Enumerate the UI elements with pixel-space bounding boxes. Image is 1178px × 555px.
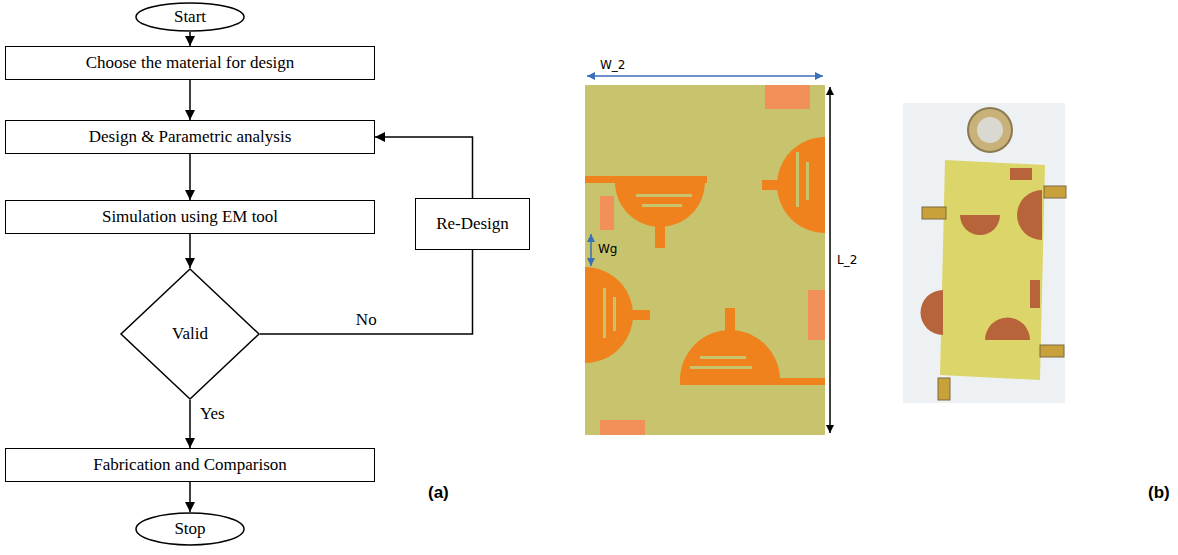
process-box: Re-Design [415, 198, 530, 250]
half-disk [921, 290, 943, 335]
slot [700, 356, 746, 359]
ellipse-outline [136, 3, 244, 31]
slot [613, 297, 616, 331]
node-label: Fabrication and Comparison [93, 455, 287, 475]
dimension-line [587, 75, 823, 77]
sma-connector [1044, 186, 1066, 198]
half-disk [680, 330, 780, 380]
node-label: Valid [172, 324, 208, 344]
node-label: Choose the material for design [86, 53, 295, 73]
slot [603, 288, 606, 338]
node-label: Start [174, 7, 206, 27]
dimension-line [590, 234, 592, 266]
flow-arrow [189, 32, 191, 46]
half-disk [960, 215, 1000, 235]
stub [655, 222, 665, 248]
half-disk [777, 137, 825, 233]
pad [1030, 280, 1040, 308]
stub [762, 180, 782, 190]
stub [628, 310, 650, 320]
flow-arrow [189, 234, 191, 268]
flow-arrow [375, 137, 473, 198]
sma-connector [938, 378, 950, 400]
flow-arrow [189, 482, 191, 512]
edge-label: Yes [198, 404, 227, 424]
pad [600, 420, 645, 435]
panel-label: (a) [428, 483, 449, 503]
pad [1010, 168, 1032, 180]
flow-arrow [260, 250, 473, 334]
slot [642, 204, 682, 207]
slot [806, 162, 809, 200]
terminal-ellipse: Stop [135, 512, 245, 546]
flow-arrow [189, 154, 191, 200]
board [940, 160, 1045, 380]
node-label: Re-Design [436, 214, 509, 234]
antenna-layout [585, 76, 830, 435]
half-disk [985, 318, 1030, 341]
feed-strip [585, 176, 707, 183]
edge-label: No [354, 310, 379, 330]
sma-connector [922, 207, 946, 219]
process-box: Fabrication and Comparison [5, 448, 375, 482]
half-disk [615, 182, 705, 227]
flow-arrow [189, 400, 191, 448]
slot [636, 194, 692, 197]
slots [603, 152, 809, 369]
ellipse-outline [136, 513, 244, 545]
dimension-line [829, 87, 831, 433]
photo-ground [903, 103, 1065, 403]
pad [765, 85, 810, 109]
panel-label: (b) [1148, 483, 1170, 503]
dimension-label: L_2 [837, 253, 857, 267]
connectors [922, 186, 1066, 400]
substrate [585, 85, 825, 435]
slot [690, 366, 752, 369]
node-label: Simulation using EM tool [102, 207, 278, 227]
process-box: Choose the material for design [5, 46, 375, 80]
flow-arrow [189, 80, 191, 120]
dimension-label: Wg [598, 242, 617, 256]
terminal-ellipse: Start [135, 2, 245, 32]
half-disk [1017, 190, 1042, 240]
node-label: Stop [174, 519, 205, 539]
coin-centre [977, 117, 1003, 143]
copper [921, 168, 1042, 340]
slot [796, 152, 799, 207]
prototype-photo [903, 103, 1066, 403]
pad [600, 196, 614, 230]
ground-pads [600, 85, 825, 435]
decision-diamond: Valid [120, 268, 260, 400]
feed-strip [680, 378, 825, 385]
node-label: Design & Parametric analysis [89, 127, 292, 147]
half-disk [585, 267, 633, 363]
sma-connector [1040, 345, 1064, 357]
pad [808, 290, 825, 340]
dimension-label: W_2 [600, 58, 626, 72]
radiators [585, 137, 825, 385]
diamond-outline [121, 269, 259, 399]
stub [725, 308, 735, 333]
process-box: Simulation using EM tool [5, 200, 375, 234]
process-box: Design & Parametric analysis [5, 120, 375, 154]
coin [968, 108, 1012, 152]
